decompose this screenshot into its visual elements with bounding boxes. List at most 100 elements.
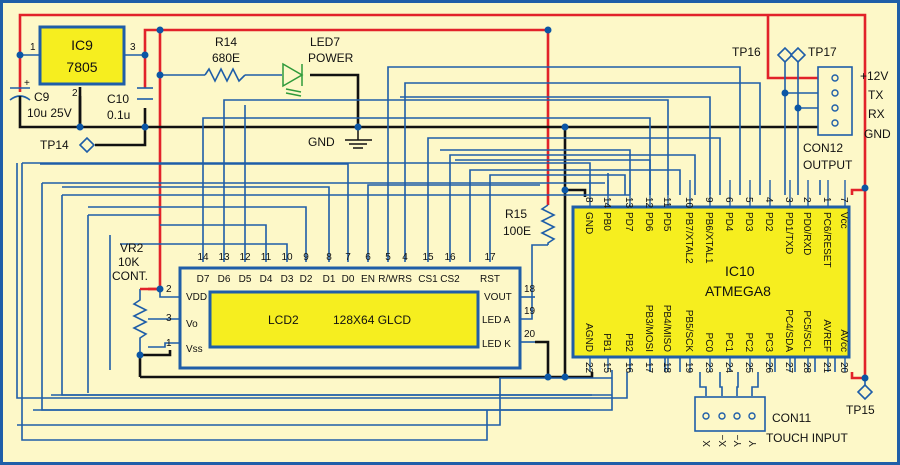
mcu-pinnum-10: 10 [683, 197, 694, 209]
tp15-label: TP15 [846, 403, 875, 417]
lcd-pin-rw: R/W [378, 274, 398, 285]
lcd-pinnum-4: 4 [402, 252, 408, 263]
mcu-pin-pb7xtal2: PB7/XTAL2 [683, 212, 694, 264]
mcu-pinnum-5: 5 [743, 197, 754, 203]
ic9-part: 7805 [66, 59, 97, 75]
lcd-pinnum-8: 8 [326, 252, 332, 263]
vr2-potentiometer: VR2 10K CONT. 2 3 1 [112, 241, 172, 355]
lcd-pin-rs: RS [398, 274, 412, 285]
con12-pin-gnd: GND [864, 127, 891, 141]
mcu-pin-pd5: PD5 [661, 212, 672, 232]
lcd-pin-leda: LED A [482, 315, 511, 326]
lcd-pin-rst: RST [480, 274, 500, 285]
con12-pin-tx: TX [868, 88, 883, 102]
mcu-pinnum-24: 24 [723, 362, 734, 374]
lcd-pin-cs1: CS1 [418, 274, 438, 285]
lcd-pin-d7: D7 [197, 274, 210, 285]
mcu-pin-pc5scl: PC5/SCL [801, 310, 812, 352]
mcu-pin-pd2: PD2 [763, 212, 774, 232]
mcu-pin-pd4: PD4 [723, 212, 734, 232]
con11-ref: CON11 [772, 411, 811, 425]
mcu-pinnum-18: 18 [661, 362, 672, 374]
mcu-pinnum-11: 11 [661, 197, 672, 208]
tp17-testpoint[interactable]: TP17 [789, 45, 837, 64]
lcd-pinnum-14: 14 [197, 252, 209, 263]
mcu-pin-avref: AVREF [821, 319, 832, 352]
junction-dots [16, 26, 869, 382]
r14-value: 680E [212, 51, 240, 65]
lcd-pin-d5: D5 [239, 274, 252, 285]
lcd-pin-vdd: VDD [186, 292, 207, 303]
mcu-pinnum-19: 19 [683, 362, 694, 374]
led7: LED7 POWER [282, 35, 354, 97]
mcu-pin-pc2: PC2 [743, 333, 754, 353]
c9-value: 10u 25V [27, 106, 72, 120]
ic9-ref: IC9 [71, 37, 93, 53]
lcd-pin-ledk: LED K [482, 339, 511, 350]
con11-pin-yminus: Y− [733, 434, 744, 447]
lcd-pinnum-18: 18 [524, 284, 536, 295]
mcu-pinnum-4: 4 [763, 197, 774, 203]
mcu-pin-pd3: PD3 [743, 212, 754, 232]
tp14-label: TP14 [40, 138, 69, 152]
lcd-pinnum-9: 9 [303, 252, 309, 263]
tp15-testpoint[interactable]: TP15 [846, 378, 875, 417]
lcd-pinnum-16: 16 [444, 252, 456, 263]
tp16-label: TP16 [732, 45, 761, 59]
ic9-regulator: IC9 7805 1 2 3 [20, 25, 145, 127]
con11-connector: X X− Y− Y CON11 TOUCH INPUT [694, 396, 848, 447]
lcd-pin-d6: D6 [218, 274, 231, 285]
lcd-pinnum-11: 11 [261, 252, 272, 263]
con12-label: OUTPUT [803, 158, 853, 172]
lcd-pin-en: EN [361, 274, 375, 285]
ic10-mcu: IC10 ATMEGA8 8GND14PB013PD712PD611PD510P… [571, 180, 851, 374]
lcd-pinnum-10: 10 [281, 252, 293, 263]
mcu-pinnum-21: 21 [821, 362, 832, 374]
c10-capacitor: C10 0.1u [107, 87, 153, 122]
mcu-pin-pc6reset: PC6/RESET [821, 212, 832, 268]
lcd-pinnum-6: 6 [365, 252, 371, 263]
ic9-pin3: 3 [130, 42, 136, 53]
ic9-body [38, 25, 126, 86]
ic10-ref: IC10 [725, 263, 755, 279]
mcu-pinnum-17: 17 [643, 362, 654, 374]
tp14-testpoint[interactable]: TP14 [40, 136, 96, 154]
lcd-pin-cs2: CS2 [440, 274, 460, 285]
con11-pin-x: X [702, 440, 713, 447]
mcu-pin-pb1: PB1 [601, 333, 612, 352]
mcu-pinnum-7: 7 [838, 197, 849, 203]
c9-ref: C9 [34, 90, 50, 104]
mcu-pinnum-20: 20 [838, 362, 849, 374]
mcu-pinnum-12: 12 [643, 197, 654, 209]
lcd-pin-d2: D2 [300, 274, 313, 285]
con12-pin-12v: +12V [860, 69, 888, 83]
mcu-pinnum-27: 27 [783, 362, 794, 374]
mcu-pin-pc1: PC1 [723, 333, 734, 353]
mcu-pin-pb4miso: PB4/MISO [661, 305, 672, 352]
mcu-pinnum-16: 16 [623, 362, 634, 374]
vr2-value: 10K [118, 255, 139, 269]
c10-ref: C10 [107, 92, 129, 106]
lcd-screen [208, 290, 480, 349]
mcu-pin-pd1txd: PD1/TXD [783, 212, 794, 254]
mcu-pin-pc0: PC0 [703, 333, 714, 353]
vr2-ref: VR2 [120, 241, 144, 255]
vr2-label: CONT. [112, 269, 148, 283]
tp17-label: TP17 [808, 45, 837, 59]
mcu-pinnum-22: 22 [583, 362, 594, 374]
lcd-pinnum-7: 7 [345, 252, 351, 263]
mcu-pinnum-25: 25 [743, 362, 754, 374]
r15-value: 100E [503, 224, 531, 238]
mcu-pin-pb0: PB0 [601, 212, 612, 231]
lcd-ref: LCD2 [268, 313, 299, 327]
vr2-pin1: 1 [166, 338, 172, 349]
potentiometer-icon [132, 289, 148, 355]
mcu-pin-vcc: Vcc [838, 212, 849, 229]
vr2-pin2: 2 [166, 284, 172, 295]
led-triangle-icon [282, 62, 304, 88]
testpoint-diamond-icon [78, 136, 96, 154]
mcu-pinnum-2: 2 [801, 197, 812, 203]
mcu-pin-pb3mosi: PB3/MOSI [643, 305, 654, 352]
mcu-pinnum-14: 14 [601, 197, 612, 209]
